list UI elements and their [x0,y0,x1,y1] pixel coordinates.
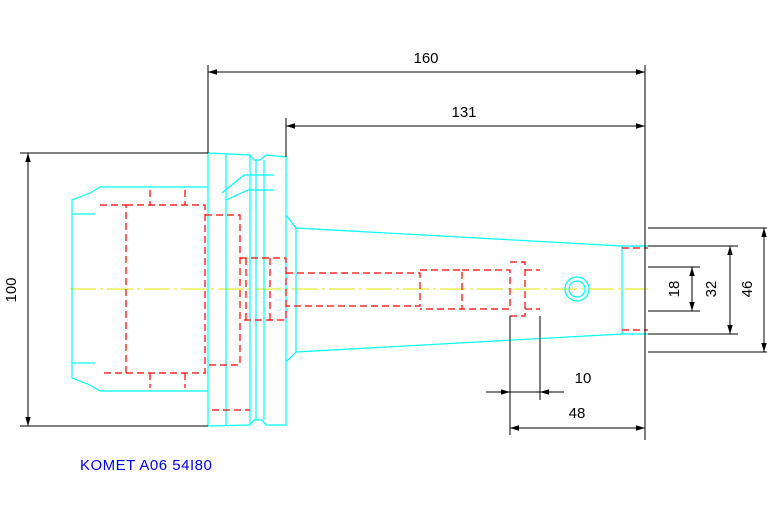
dim-dia-mid-label: 32 [703,281,720,298]
dim-height: 100 [3,152,208,427]
dim-slot-offset-label: 48 [569,405,586,422]
dim-taper-length: 131 [285,104,645,157]
dim-slot-offset: 48 [510,405,645,431]
dim-slot-width: 10 [486,316,591,435]
dim-slot-width-label: 10 [575,370,592,387]
dim-taper-length-label: 131 [451,104,476,121]
part-number-caption: KOMET A06 54I80 [80,457,213,474]
hidden-features [100,190,648,411]
dim-dia-large-label: 46 [739,281,756,298]
dim-height-label: 100 [3,277,20,302]
dim-overall-length-label: 160 [413,50,438,67]
dim-dia-small-label: 18 [666,281,683,298]
dim-overall-length: 160 [207,50,646,440]
dim-diameters: 18 32 46 [648,227,767,353]
